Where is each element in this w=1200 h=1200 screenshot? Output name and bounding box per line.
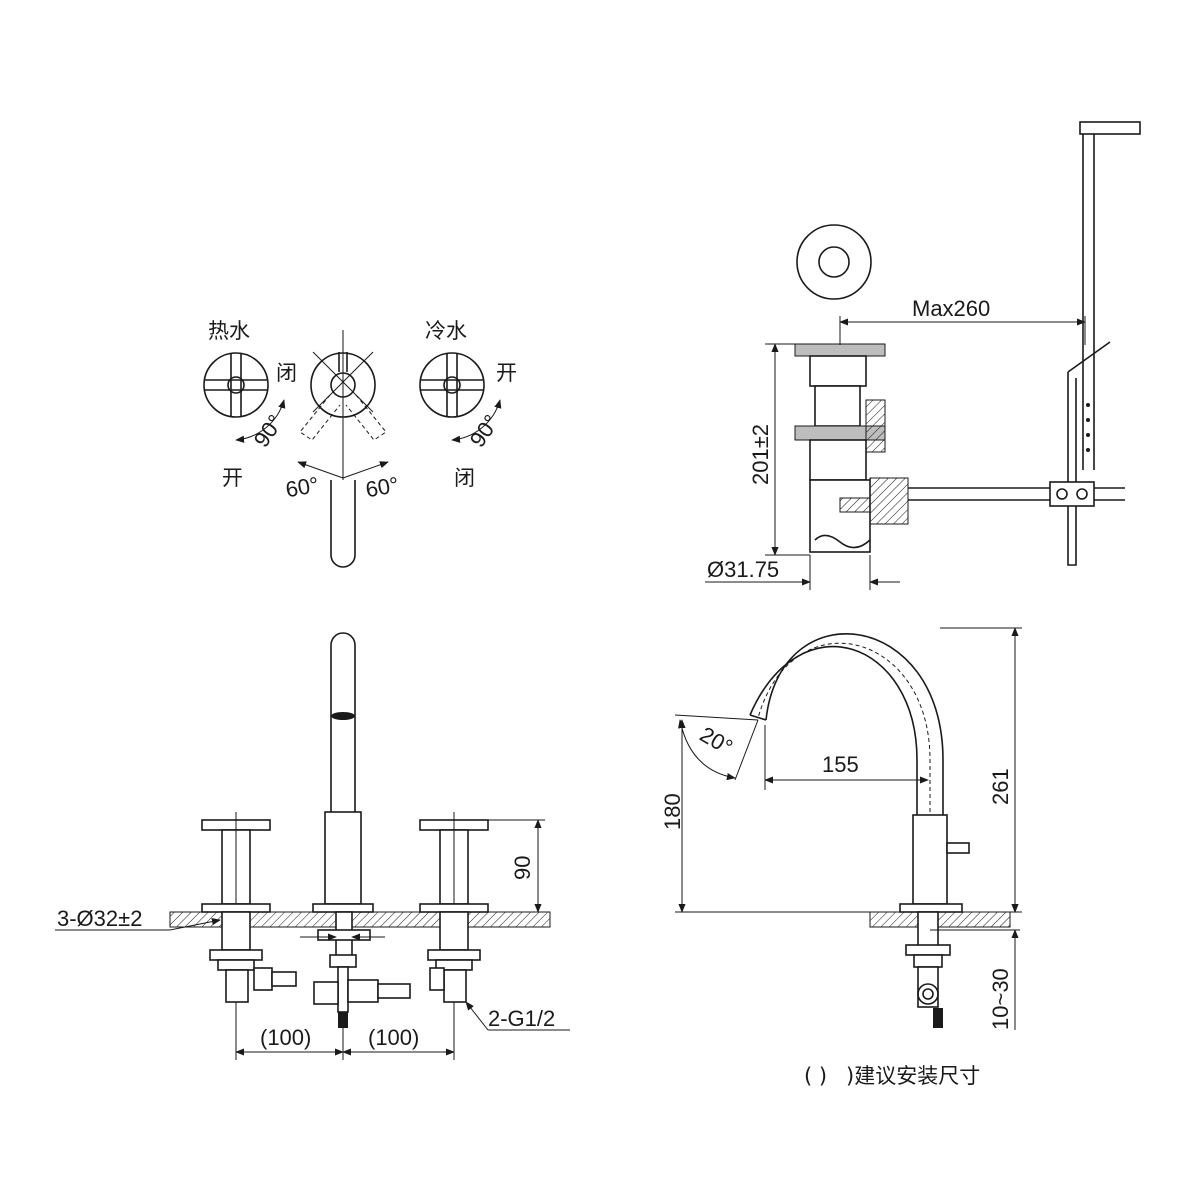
hot-angle-label: 90° bbox=[249, 410, 289, 452]
hole-diameter-label: 3-Ø32±2 bbox=[57, 906, 142, 931]
max-length-label: Max260 bbox=[912, 296, 990, 321]
thread-label: 2-G1/2 bbox=[488, 1006, 555, 1031]
spout-top bbox=[297, 330, 389, 568]
hot-close-label: 闭 bbox=[276, 361, 297, 385]
cold-water-label: 冷水 bbox=[425, 319, 467, 343]
install-note: ( ) )建议安装尺寸 bbox=[804, 1064, 980, 1088]
cold-angle-label: 90° bbox=[465, 410, 505, 452]
note-text: )建议安装尺寸 bbox=[846, 1064, 980, 1088]
side-view: 20° 155 180 261 10~30 bbox=[660, 627, 1022, 1030]
angle-60-left-label: 60° bbox=[284, 472, 321, 502]
note-paren: ( ) bbox=[804, 1064, 827, 1088]
deck-thickness-label: 10~30 bbox=[988, 968, 1013, 1030]
drain-view: Max260 201±2 Ø31.75 bbox=[705, 121, 1141, 590]
spout-height-label: 180 bbox=[660, 793, 685, 830]
total-height-label: 261 bbox=[988, 768, 1013, 805]
angle-20-label: 20° bbox=[696, 722, 737, 760]
cold-close-label: 闭 bbox=[454, 466, 475, 490]
angle-60-right-label: 60° bbox=[364, 472, 401, 502]
drain-diameter-label: Ø31.75 bbox=[707, 557, 779, 582]
hot-open-label: 开 bbox=[222, 466, 243, 490]
cold-handle-top bbox=[419, 352, 502, 443]
hot-handle-top bbox=[203, 352, 286, 443]
reach-label: 155 bbox=[822, 752, 859, 777]
top-view: 热水 闭 开 90° 60° 60° bbox=[203, 319, 517, 568]
handle-height-label: 90 bbox=[510, 856, 535, 880]
drain-height-label: 201±2 bbox=[748, 424, 773, 485]
spacing-right-label: (100) bbox=[368, 1025, 419, 1050]
spacing-left-label: (100) bbox=[260, 1025, 311, 1050]
front-view: 90 3-Ø32±2 (100) (100) 2-G1/2 bbox=[55, 632, 570, 1060]
hot-water-label: 热水 bbox=[208, 319, 250, 343]
cold-open-label: 开 bbox=[496, 361, 517, 385]
